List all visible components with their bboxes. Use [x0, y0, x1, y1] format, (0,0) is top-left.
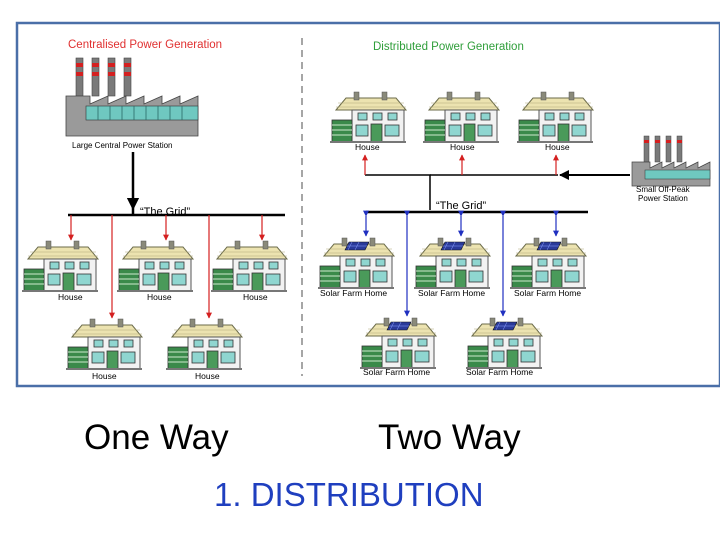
left-title: Centralised Power Generation [68, 39, 222, 51]
solar-home-label: Solar Farm Home [514, 288, 581, 298]
house-label: House [147, 292, 172, 302]
power-generation-diagram: Centralised Power Generation Large Centr… [15, 21, 720, 388]
one-way-arrows [68, 215, 265, 319]
house-label: House [450, 142, 475, 152]
solar-home-label: Solar Farm Home [363, 367, 430, 377]
two-way-arrows [363, 210, 559, 317]
house-label: House [58, 292, 83, 302]
right-grid-label: “The Grid” [436, 200, 486, 212]
two-way-caption: Two Way [378, 418, 521, 457]
house-label: House [243, 292, 268, 302]
small-power-station-icon [631, 135, 711, 187]
house-feed-arrows [362, 154, 559, 175]
one-way-caption: One Way [84, 418, 229, 457]
large-station-label: Large Central Power Station [72, 141, 173, 150]
house-label: House [195, 371, 220, 381]
house-label: House [92, 371, 117, 381]
solar-home-label: Solar Farm Home [418, 288, 485, 298]
right-title: Distributed Power Generation [373, 41, 524, 53]
solar-home-label: Solar Farm Home [466, 367, 533, 377]
small-station-label-1: Small Off-Peak [636, 185, 691, 194]
house-label: House [545, 142, 570, 152]
large-power-station-icon [65, 57, 199, 137]
solar-home-label: Solar Farm Home [320, 288, 387, 298]
section-title: 1. DISTRIBUTION [214, 476, 484, 513]
house-label: House [355, 142, 380, 152]
small-station-label-2: Power Station [638, 194, 688, 203]
